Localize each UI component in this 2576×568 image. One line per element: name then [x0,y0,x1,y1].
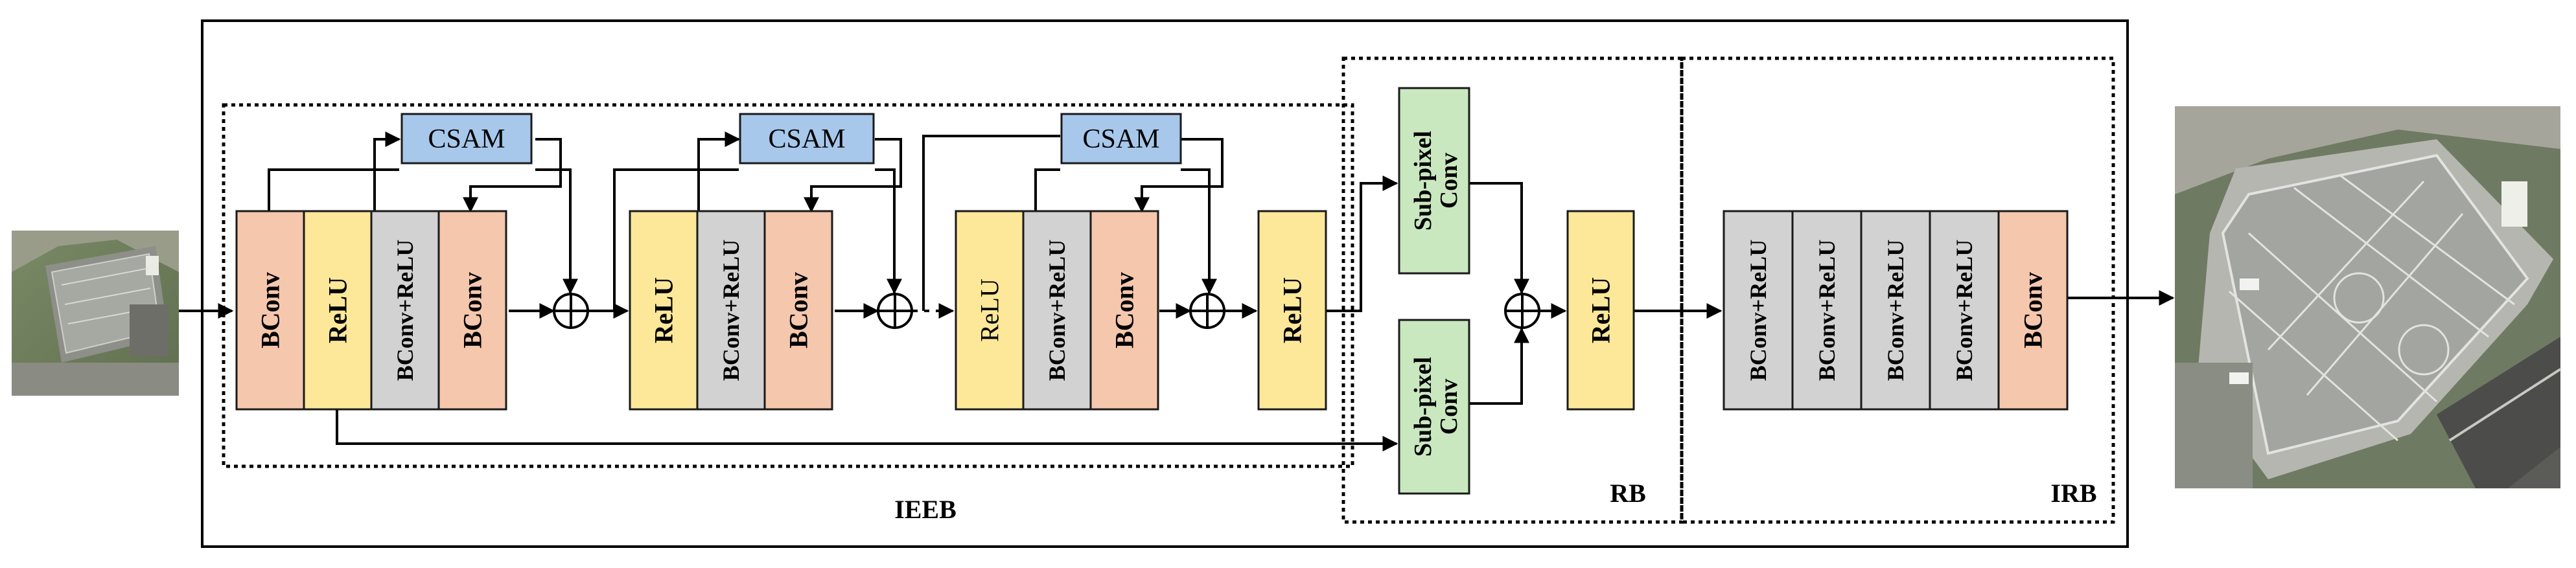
rb-relu-block: ReLU [1566,210,1635,411]
g1-bconv-block: BConv [235,210,305,411]
g3-relu-block: ReLU [955,210,1025,411]
irb-dotted-region [1680,56,2115,524]
output-image [2175,106,2562,488]
svg-text:Sub-pixel: Sub-pixel [1410,357,1437,457]
g3-bconv-block: BConv [1089,210,1159,411]
g1-relu-block: ReLU [303,210,373,411]
g2-relu-block: ReLU [629,210,699,411]
svg-text:CSAM: CSAM [768,124,845,154]
g2-bconv-block: BConv [763,210,833,411]
svg-text:ReLU: ReLU [323,277,353,343]
input-image [12,231,179,396]
g2-bconv-relu-block: BConv+ReLU [696,210,766,411]
svg-text:BConv: BConv [784,272,813,348]
g3-bconv-relu-block: BConv+ReLU [1022,210,1092,411]
svg-text:BConv+ReLU: BConv+ReLU [1745,240,1771,381]
irb-bconv-relu-block-3: BConv+ReLU [1860,210,1931,411]
irb-bconv-block: BConv [1997,210,2069,411]
svg-text:BConv: BConv [2019,272,2048,348]
rb-label: RB [1610,479,1646,508]
sum-node-2 [877,293,913,329]
g1-bconv2-block: BConv [437,210,507,411]
rb-subpixel-bottom-block: Sub-pixel Conv [1398,319,1470,495]
sum-node-3 [1189,293,1225,329]
ieeb-label: IEEB [894,495,957,524]
svg-text:BConv+ReLU: BConv+ReLU [718,240,744,381]
svg-text:CSAM: CSAM [428,124,505,154]
ieeb-dotted-region [222,103,1354,468]
connection-lines [179,131,2175,451]
sum-node-1 [553,293,589,329]
svg-text:Conv: Conv [1435,379,1463,435]
svg-text:BConv+ReLU: BConv+ReLU [392,240,418,381]
svg-text:BConv: BConv [256,272,285,348]
svg-text:ReLU: ReLU [1586,277,1616,343]
svg-text:BConv+ReLU: BConv+ReLU [1044,240,1070,381]
sum-node-rb [1504,293,1540,329]
g1-csam-block: CSAM [400,113,533,165]
svg-text:BConv: BConv [458,272,487,348]
g3-csam-block: CSAM [1060,113,1182,165]
irb-label: IRB [2050,479,2096,508]
irb-bconv-relu-block-1: BConv+ReLU [1723,210,1794,411]
svg-text:CSAM: CSAM [1082,124,1159,154]
svg-text:BConv: BConv [1110,272,1139,348]
svg-text:BConv+ReLU: BConv+ReLU [1883,240,1909,381]
svg-text:BConv+ReLU: BConv+ReLU [1814,240,1840,381]
rb-subpixel-top-block: Sub-pixel Conv [1398,87,1470,275]
g2-csam-block: CSAM [739,113,875,165]
ieeb-outer-box [201,19,2129,548]
ieeb-final-relu-block: ReLU [1257,210,1327,411]
svg-text:Conv: Conv [1435,153,1463,209]
irb-bconv-relu-block-2: BConv+ReLU [1791,210,1862,411]
g1-bconv-relu-block: BConv+ReLU [370,210,440,411]
svg-text:ReLU: ReLU [649,277,679,343]
svg-text:BConv+ReLU: BConv+ReLU [1951,240,1977,381]
svg-text:Sub-pixel: Sub-pixel [1410,131,1437,231]
irb-bconv-relu-block-4: BConv+ReLU [1929,210,2000,411]
svg-text:ReLU: ReLU [975,278,1004,342]
svg-text:ReLU: ReLU [1278,277,1307,343]
